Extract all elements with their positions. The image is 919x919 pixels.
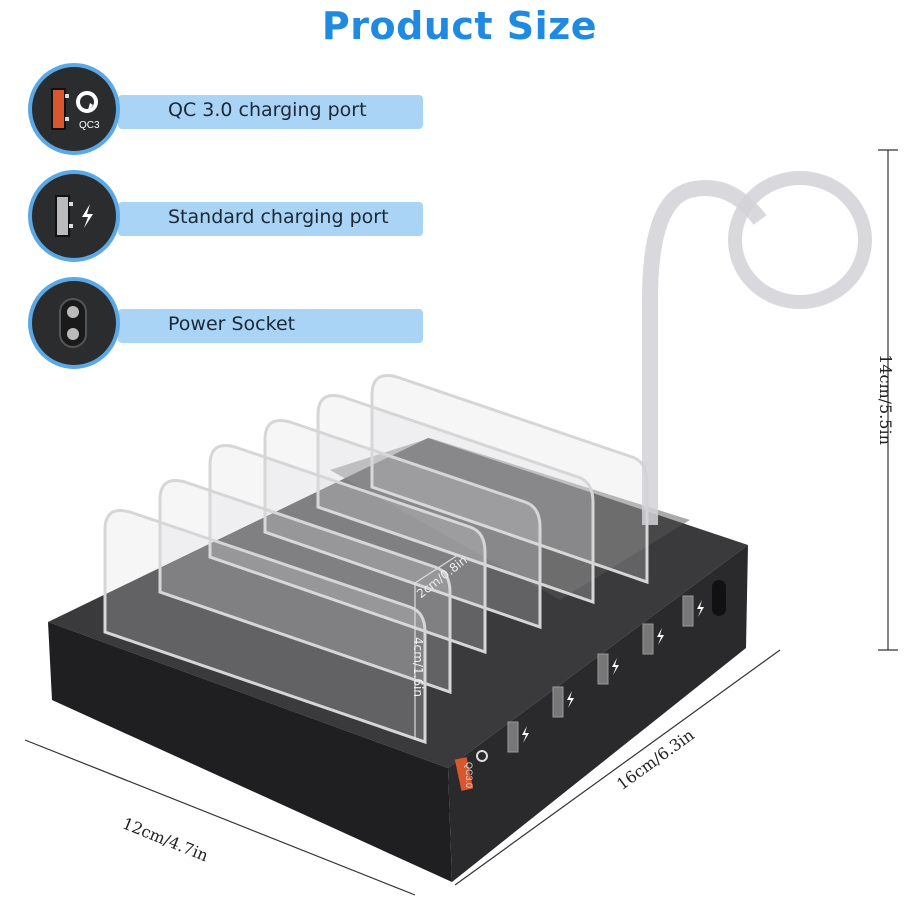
usb-port-lightning-icon <box>28 170 120 262</box>
qc3-usb-port-icon: QC3 <box>28 63 120 155</box>
divider <box>103 509 427 745</box>
watch-stand <box>642 180 767 525</box>
usb-ports <box>507 595 694 753</box>
legend-item-qc3: QC3 QC 3.0 charging port <box>28 58 423 158</box>
watch-holder-ring <box>728 171 872 309</box>
divider <box>316 394 595 605</box>
qc3-port <box>454 757 474 791</box>
legend-label: Power Socket <box>168 313 296 335</box>
usb-port <box>507 721 519 753</box>
legend-item-power: Power Socket <box>28 272 423 372</box>
usb-port <box>682 595 694 627</box>
power-socket <box>712 580 726 616</box>
base-left-face <box>48 622 452 882</box>
height-dimension-label: 14cm/5.5in <box>875 354 895 445</box>
legend-bar <box>118 95 423 129</box>
legend-item-standard: Standard charging port <box>28 165 423 265</box>
divider <box>208 444 487 655</box>
lightning-icon <box>522 600 704 743</box>
legend-label: QC 3.0 charging port <box>168 99 367 121</box>
usb-port <box>642 623 654 655</box>
legend-label: Standard charging port <box>168 206 389 228</box>
usb-port <box>552 686 564 718</box>
divider <box>263 419 542 630</box>
usb-port <box>597 653 609 685</box>
power-socket-icon <box>28 277 120 369</box>
qc-logo-icon <box>476 750 488 762</box>
dimension-lines <box>24 149 898 896</box>
legend-bar <box>118 202 423 236</box>
dividers <box>103 374 649 745</box>
qc-port-label: QC3.0 <box>464 762 474 789</box>
page-title: Product Size <box>321 4 598 48</box>
legend-bar <box>118 309 423 343</box>
divider <box>158 479 452 695</box>
divider-height-label: 4cm/1.6in <box>411 637 425 697</box>
base-right-face <box>448 545 748 882</box>
qc3-text: QC3 <box>79 120 100 131</box>
